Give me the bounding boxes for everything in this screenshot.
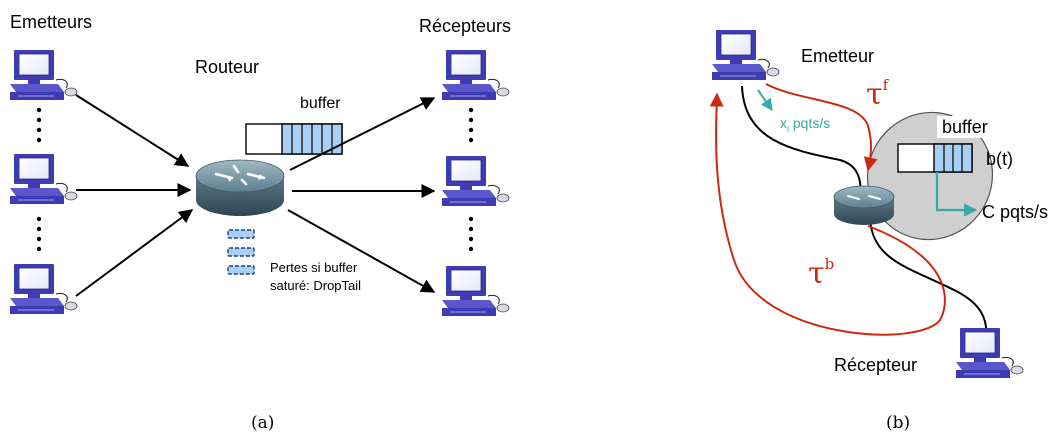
backward-delay-arrow	[709, 92, 946, 336]
capacity-arrow	[935, 172, 978, 217]
dropped-packets	[227, 229, 255, 275]
arrow-in-top	[75, 94, 190, 167]
buffer-queue	[245, 123, 343, 155]
emitter-label: Emetteur	[801, 46, 874, 66]
rate-arrow	[757, 89, 773, 111]
receiver-ellipsis	[468, 107, 474, 252]
loss-label-line2: saturé: DropTail	[270, 278, 361, 293]
caption-b: (b)	[886, 413, 910, 433]
link-router-receiver	[869, 217, 988, 339]
router-icon	[833, 185, 895, 226]
emitter-computer-icon	[9, 49, 78, 101]
arrow-in-bottom	[75, 209, 194, 297]
forward-delay-label: τf	[866, 76, 890, 112]
receiver-label: Récepteur	[834, 355, 917, 375]
buffer-label-bg	[937, 116, 993, 138]
loss-label-line1: Pertes si buffer	[270, 260, 358, 275]
backward-delay-label: τb	[808, 255, 834, 291]
link-emitter-router	[741, 85, 862, 197]
buffer-occupancy-label: b(t)	[986, 149, 1013, 169]
arrow-out-top	[289, 97, 436, 171]
forward-delay-arrow	[765, 83, 878, 172]
receiver-computer-icon	[955, 327, 1024, 379]
router-label: Routeur	[195, 57, 259, 77]
receiver-computer-icon	[441, 49, 510, 101]
receiver-computer-icon	[441, 155, 510, 207]
receiver-computer-icon	[441, 265, 510, 317]
diagram-b: buffer Emetteur Récepteur b(t) C pqts/s …	[709, 29, 1048, 433]
diagram-a: Emetteurs Routeur Récepteurs buffer	[9, 12, 511, 433]
caption-a: (a)	[251, 413, 274, 433]
rate-label: xi pqts/s	[780, 115, 830, 134]
router-icon	[194, 158, 286, 218]
emitters-label: Emetteurs	[10, 12, 92, 32]
emitter-computer-icon	[711, 29, 780, 81]
emitter-computer-icon	[9, 153, 78, 205]
capacity-label: C pqts/s	[982, 202, 1048, 222]
buffer-label: buffer	[300, 95, 341, 112]
buffer-label-b: buffer	[942, 117, 988, 137]
buffer-queue-b	[897, 143, 973, 173]
emitter-computer-icon	[9, 263, 78, 315]
arrow-out-bottom	[287, 209, 436, 293]
receivers-label: Récepteurs	[419, 16, 511, 36]
emitter-ellipsis	[36, 107, 42, 252]
